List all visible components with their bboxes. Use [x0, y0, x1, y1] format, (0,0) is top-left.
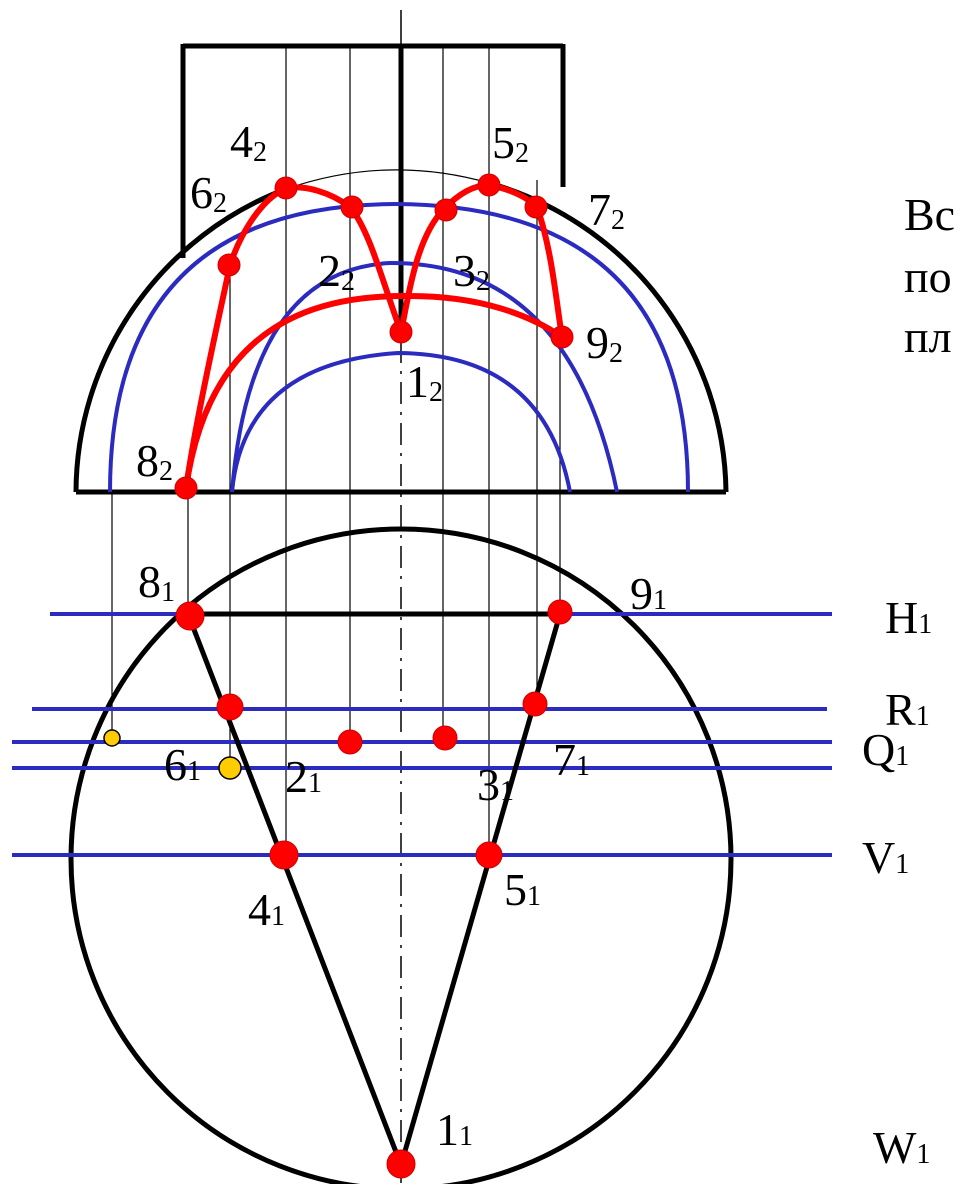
point-5-1 — [475, 841, 503, 869]
plane-label-v: V1 — [862, 832, 909, 883]
aux-point-w — [218, 756, 242, 780]
label-3-2: 32 — [453, 245, 490, 297]
side-text-line-1: Вс — [904, 189, 955, 240]
label-4-2: 42 — [230, 116, 267, 168]
plane-label-w: W1 — [873, 1122, 930, 1173]
points-front — [174, 173, 574, 500]
points-top — [175, 599, 573, 1179]
point-9-1 — [547, 599, 573, 625]
label-5-1: 51 — [504, 864, 541, 915]
point-2-2 — [340, 195, 364, 219]
aux-point-q — [103, 729, 121, 747]
label-8-1: 81 — [138, 556, 175, 608]
plane-label-r: R1 — [885, 684, 930, 735]
point-8-1 — [175, 601, 205, 631]
label-6-2: 62 — [190, 167, 227, 219]
side-text-line-3: пл — [904, 311, 952, 362]
hemisphere-hidden-arc — [285, 169, 490, 190]
point-1-1 — [386, 1149, 416, 1179]
label-7-2: 72 — [588, 184, 625, 236]
point-3-1 — [432, 725, 458, 751]
label-2-1: 21 — [285, 751, 322, 802]
plane-label-q: Q1 — [862, 724, 909, 775]
label-4-1: 41 — [248, 884, 285, 935]
point-6-1 — [216, 693, 244, 721]
point-4-2 — [274, 176, 298, 200]
label-9-1: 91 — [630, 568, 667, 619]
point-7-1 — [522, 691, 548, 717]
plane-label-h: H1 — [885, 592, 932, 643]
label-8-2: 82 — [136, 435, 173, 487]
label-1-2: 12 — [406, 356, 443, 408]
hemisphere-top-view — [68, 526, 734, 1189]
label-9-2: 92 — [586, 317, 623, 369]
point-6-2 — [217, 253, 241, 277]
point-7-2 — [524, 195, 548, 219]
point-5-2 — [477, 173, 501, 197]
label-5-2: 52 — [492, 117, 529, 169]
intersection-curve-front — [183, 182, 565, 489]
label-6-1: 61 — [164, 739, 201, 790]
point-9-2 — [550, 325, 574, 349]
label-2-2: 22 — [318, 245, 355, 297]
point-3-2 — [434, 198, 458, 222]
prism-outline — [180, 43, 566, 258]
point-8-2 — [174, 476, 198, 500]
side-text-line-2: по — [904, 251, 952, 302]
point-2-1 — [337, 729, 363, 755]
label-7-1: 71 — [553, 734, 590, 785]
point-4-1 — [269, 840, 299, 870]
label-1-1: 11 — [436, 1104, 473, 1155]
label-3-1: 31 — [477, 759, 514, 810]
aux-points — [103, 729, 242, 780]
section-arcs — [108, 201, 690, 493]
point-1-2 — [389, 320, 413, 344]
